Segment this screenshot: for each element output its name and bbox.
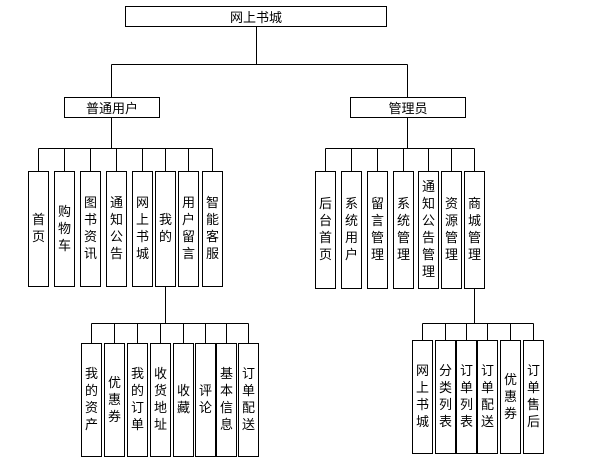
admin-module-resources: 资源管理: [441, 171, 462, 289]
user-module-cart: 购物车: [54, 171, 75, 287]
user-module-support: 智能客服: [202, 171, 223, 287]
mall-item-orders: 订单列表: [456, 340, 477, 454]
mall-item-aftersales: 订单售后: [523, 340, 544, 454]
admin-module-mall: 商城管理: [464, 171, 485, 289]
user-module-book-news: 图书资讯: [80, 171, 101, 287]
my-item-reviews: 评论: [195, 343, 216, 457]
my-item-address: 收货地址: [150, 343, 171, 457]
admin-module-messages: 留言管理: [367, 171, 388, 289]
user-module-notices: 通知公告: [106, 171, 127, 287]
admin-node: 管理员: [350, 97, 466, 118]
my-item-favorites: 收藏: [173, 343, 194, 457]
admin-module-dashboard: 后台首页: [315, 171, 336, 289]
my-item-orders: 我的订单: [127, 343, 148, 457]
mall-item-bookstore: 网上书城: [412, 340, 433, 454]
admin-module-users: 系统用户: [341, 171, 362, 289]
mall-item-delivery: 订单配送: [477, 340, 498, 454]
mall-item-coupons: 优惠券: [500, 340, 521, 454]
user-module-bookstore: 网上书城: [132, 171, 153, 287]
admin-module-notices: 通知公告管理: [418, 171, 439, 289]
my-item-profile: 基本信息: [216, 343, 237, 457]
user-node: 普通用户: [64, 97, 160, 118]
my-item-coupons: 优惠券: [104, 343, 125, 457]
my-item-assets: 我的资产: [81, 343, 102, 457]
admin-module-system: 系统管理: [393, 171, 414, 289]
mall-item-categories: 分类列表: [435, 340, 456, 454]
root-node: 网上书城: [125, 6, 387, 27]
my-item-delivery: 订单配送: [238, 343, 259, 457]
user-module-home: 首页: [28, 171, 49, 287]
user-module-my: 我的: [155, 171, 176, 287]
user-module-messages: 用户留言: [178, 171, 199, 287]
